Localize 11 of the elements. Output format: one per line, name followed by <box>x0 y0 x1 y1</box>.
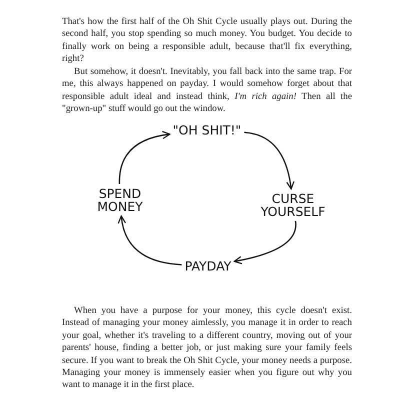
cycle-step-text: "OH SHIT!" <box>172 124 242 136</box>
cycle-step-text: PAYDAY <box>184 260 232 272</box>
cycle-step-text: SPEND MONEY <box>97 187 143 213</box>
cycle-arrow <box>234 220 296 264</box>
cycle-step-text: CURSE YOURSELF <box>260 192 326 218</box>
cycle-arrow <box>244 132 294 190</box>
paragraph: When you have a purpose for your money, this cycle doesn't exist. Instead of managing your money aimlessly, you manage it in order to reach your goal, whether it's traveling to a different country, moving out of your parents' house, finding a better job, or just making sure your family feels secure. If you want to break the Oh Shit Cycle, your money needs a purpose. Managing your money is immensely easier when you figure out why you want to manage it in the first place. <box>62 305 352 392</box>
paragraph: That's how the first half of the Oh Shit Cycle usually plays out. During the second half, you stop spending so much money. You budget. You decide to finally work on being a responsible adult, because that'll fix everything, right? <box>62 16 352 66</box>
cycle-arrow <box>118 215 182 266</box>
paragraph: But somehow, it doesn't. Inevitably, you fall back into the same trap. For me, this always happened on payday. I would somehow forget about that responsible adult ideal and instead think, I'm rich again! Then all the "grown-up" stuff would go out the window. <box>62 66 352 116</box>
cycle-arrow <box>118 131 170 184</box>
